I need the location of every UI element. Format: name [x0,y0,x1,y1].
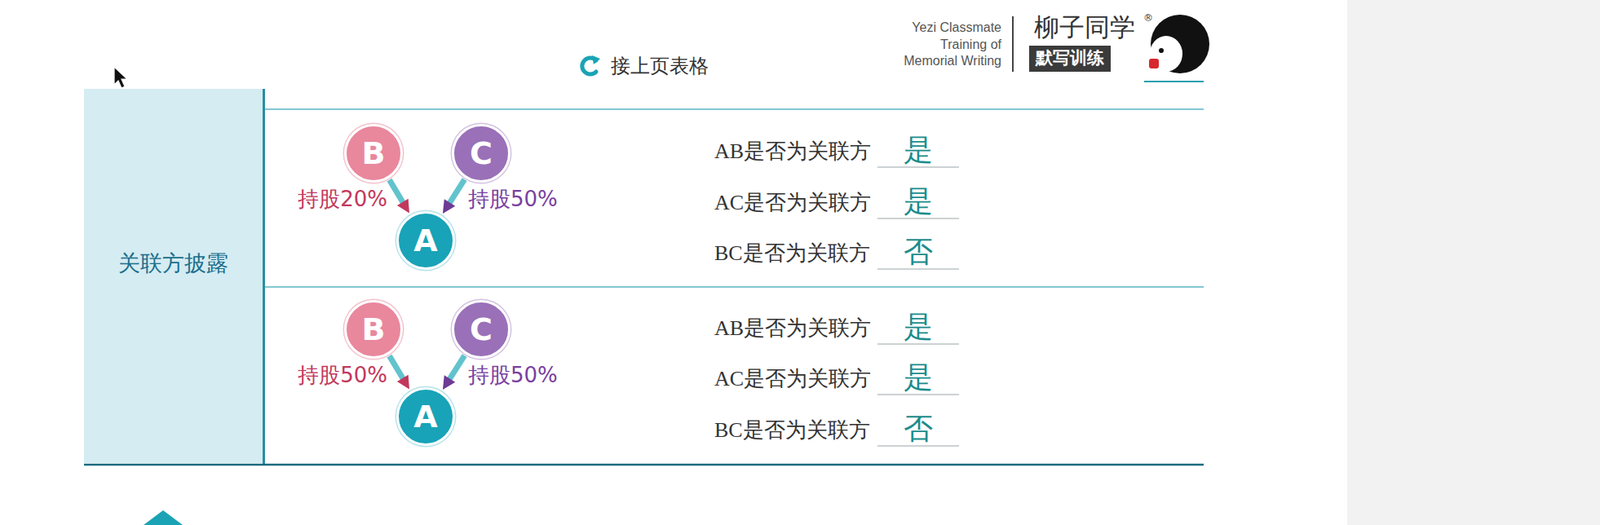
mascot-bow [1149,58,1159,69]
question-text: BC是否为关联方 [714,417,871,443]
mascot-eye [1158,48,1164,54]
shareholding-arrow [442,355,465,390]
logo-chinese: 柳子同学 [1034,12,1136,43]
logo-english: Memorial Writing [903,53,1002,69]
circle-letter: A [413,225,438,257]
row-line [265,108,1204,111]
answer-text: 否 [903,234,933,270]
question-text: AC是否为关联方 [714,190,871,216]
shareholding-label: 持股50% [468,186,558,213]
shareholding-arrow [442,179,465,214]
arrow-head [442,375,456,390]
answer-text: 是 [903,183,933,219]
shareholding-label: 持股50% [468,362,558,389]
answer-text: 否 [903,411,933,447]
company-circle: A [396,387,456,447]
next-section-icon [143,510,183,525]
circle-letter: C [469,137,493,169]
question-text: AB是否为关联方 [714,138,871,164]
logo-subtitle: 默写训练 [1035,48,1105,69]
logo-divider [1012,16,1014,72]
column-divider [262,88,266,465]
continue-icon-head [592,55,601,65]
circle-letter: B [362,313,386,345]
arrow-shaft [448,179,465,204]
shareholder-circle: B [344,123,403,183]
arrow-shaft [389,180,404,204]
table-bottom-line [83,464,1204,467]
answer-text: 是 [903,359,933,395]
answer-text: 是 [903,309,933,345]
circle-letter: C [469,313,493,345]
mascot-hair [1150,14,1210,74]
logo-box [1029,45,1111,72]
shareholding-arrow [389,356,410,390]
answer-text: 是 [903,132,933,168]
side-panel [1347,0,1600,525]
arrow-head [397,198,410,214]
shareholding-label: 持股20% [297,186,388,213]
shareholder-circle: C [451,123,511,183]
category-band: 关联方披露 [83,88,263,464]
continued-note: 接上页表格 [610,54,709,79]
shareholding-arrow [389,180,410,214]
arrow-head [442,198,456,214]
circle-letter: A [413,401,438,433]
logo-english: Yezi Classmate [911,19,1002,36]
question-text: BC是否为关联方 [714,240,871,266]
circle-letter: B [362,137,386,169]
logo-rule [1144,80,1204,83]
arrow-head [397,375,410,390]
shareholder-circle: C [451,300,511,359]
question-text: AC是否为关联方 [714,366,871,392]
shareholder-circle: B [344,300,403,359]
mascot-face [1149,35,1183,72]
band-label: 关联方披露 [118,248,229,279]
arrow-shaft [389,356,404,381]
logo-english: Training of [940,36,1002,53]
shareholding-label: 持股50% [297,362,388,389]
mouse-cursor [114,66,128,89]
row-line [265,286,1204,288]
question-text: AB是否为关联方 [714,315,871,341]
registered-mark: ® [1143,12,1154,24]
answer-underlines [877,167,960,447]
company-circle: A [396,211,456,270]
arrow-shaft [448,355,465,381]
